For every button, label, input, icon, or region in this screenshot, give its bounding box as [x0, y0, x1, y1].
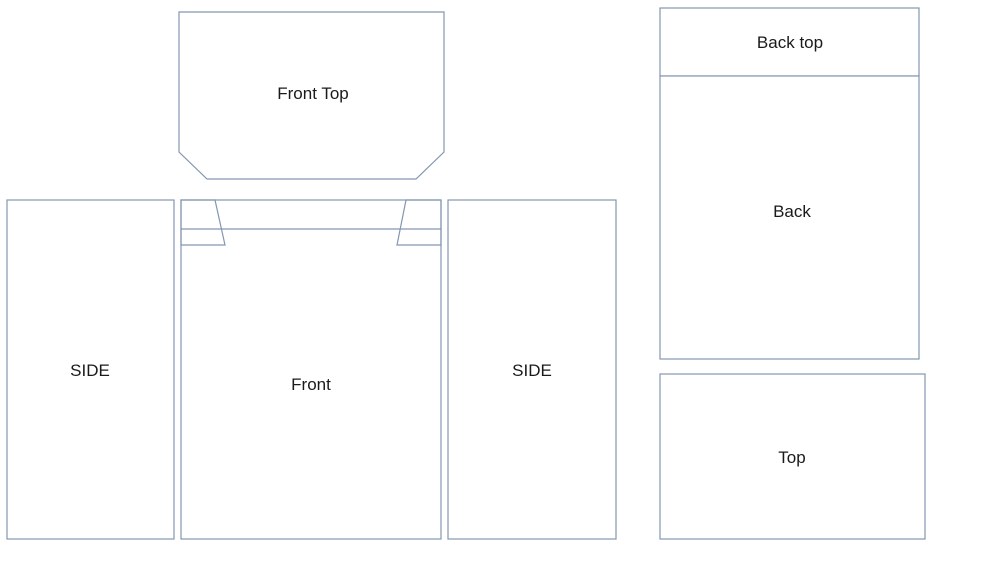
front-panel: Front [180, 199, 442, 540]
top-label: Top [778, 448, 805, 467]
side-right-panel: SIDE [447, 199, 617, 540]
side-left-panel: SIDE [6, 199, 175, 540]
back-top-outline [659, 7, 920, 77]
front-top-outline [178, 11, 445, 180]
side-right-label: SIDE [512, 361, 552, 380]
top-panel: Top [659, 373, 926, 540]
front-outline [180, 199, 442, 540]
back-top-label: Back top [757, 33, 823, 52]
back-top-panel: Back top [659, 7, 920, 77]
back-outline [659, 75, 920, 360]
side-left-outline [6, 199, 175, 540]
front-right-gusset [396, 199, 442, 246]
side-left-label: SIDE [70, 361, 110, 380]
back-panel: Back [659, 75, 920, 360]
back-label: Back [773, 202, 811, 221]
side-right-outline [447, 199, 617, 540]
front-top-panel: Front Top [178, 11, 445, 180]
front-left-gusset [180, 199, 226, 246]
front-top-label: Front Top [277, 84, 349, 103]
front-label: Front [291, 375, 331, 394]
top-outline [659, 373, 926, 540]
